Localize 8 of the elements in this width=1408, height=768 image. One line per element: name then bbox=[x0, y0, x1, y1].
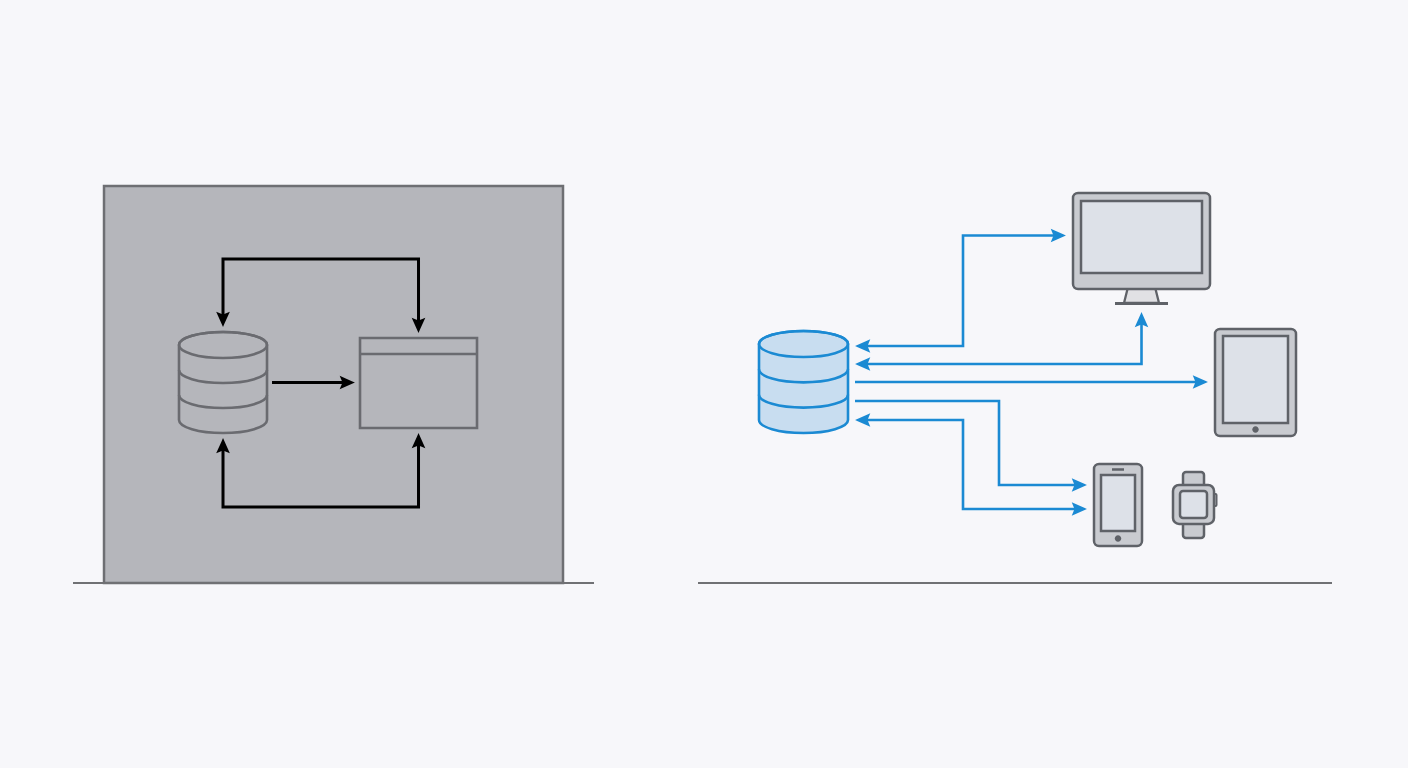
panel-box bbox=[102, 184, 565, 585]
window-box bbox=[358, 336, 479, 430]
monitor-icon bbox=[1071, 191, 1212, 305]
smartwatch-icon bbox=[1171, 470, 1218, 540]
tablet-icon bbox=[1213, 327, 1298, 438]
database-cylinder bbox=[757, 329, 850, 435]
phone-icon bbox=[1092, 462, 1144, 548]
database-cylinder bbox=[177, 330, 269, 435]
